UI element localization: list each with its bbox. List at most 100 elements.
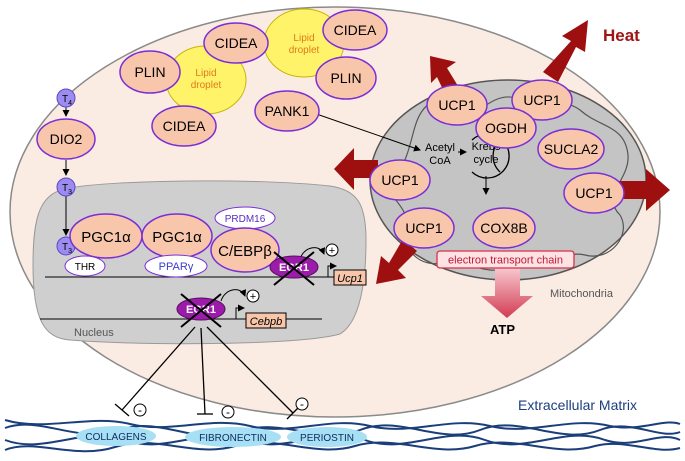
heat-arrow-right — [616, 169, 670, 211]
gene-cebpb-label: Cebpb — [250, 316, 282, 328]
heat-arrow-left — [334, 148, 378, 190]
plus-cebpb — [246, 289, 260, 303]
thr-label: THR — [75, 262, 96, 273]
minus-fibronectin-label: - — [226, 405, 230, 419]
ecm-protein-periostin: PERIOSTIN — [300, 433, 354, 444]
ogdh-label: OGDH — [485, 120, 527, 136]
pank1-label: PANK1 — [265, 103, 310, 119]
heat-arrow-up-right — [543, 20, 588, 82]
inhibition-lines — [114, 326, 300, 420]
egr1-cross-2b — [180, 293, 222, 328]
plus-ucp1-label: + — [329, 245, 335, 257]
protein-ucp1-mito-left: UCP1 — [369, 159, 431, 201]
protein-ucp1-mito-bottom-left: UCP1 — [393, 207, 455, 249]
prdm16-label: PRDM16 — [225, 214, 266, 225]
protein-cidea-top: CIDEA — [203, 22, 269, 64]
gene-cebpb-box — [245, 312, 287, 329]
protein-prdm16: PRDM16 — [214, 206, 276, 230]
egr1-cross-1b — [273, 251, 315, 286]
lipid-droplet-left-label-1: Lipid — [195, 68, 216, 79]
minus-fibronectin — [221, 405, 235, 419]
protein-ucp1-mito-top-right: UCP1 — [511, 79, 573, 121]
gene-ucp1-box — [333, 269, 367, 286]
cebpb-nucleus-label: C/EBPβ — [218, 243, 272, 260]
protein-plin-right: PLIN — [315, 56, 377, 100]
protein-pgc1a-left: PGC1α — [69, 213, 143, 259]
protein-dio2: DIO2 — [36, 118, 96, 160]
acetyl-coa-label-1: Acetyl — [425, 142, 455, 154]
cidea-right-label: CIDEA — [334, 22, 377, 38]
lipid-droplet-right-label-1: Lipid — [293, 33, 314, 44]
ucp1-label-5: UCP1 — [405, 220, 443, 236]
ucp1-label-1: UCP1 — [438, 97, 476, 113]
t4-label: T4 — [62, 94, 72, 107]
electron-transport-chain-box — [436, 250, 575, 269]
heat-arrow-down-left — [376, 239, 417, 284]
t3-hormone-cytoplasm — [56, 177, 76, 197]
dio2-label: DIO2 — [50, 131, 83, 147]
pgc1a-left-label: PGC1α — [81, 229, 131, 246]
protein-sucla2: SUCLA2 — [537, 128, 605, 170]
cox8b-label: COX8B — [480, 220, 527, 236]
krebs-label-2: cycle — [473, 154, 498, 166]
protein-cebpb-nucleus: C/EBPβ — [210, 227, 280, 273]
lipid-droplet-right-label-2: droplet — [289, 45, 320, 56]
protein-cidea-right: CIDEA — [322, 9, 388, 51]
sucla2-label: SUCLA2 — [544, 141, 599, 157]
protein-cidea-bottom: CIDEA — [151, 105, 217, 147]
ucp1-label-4: UCP1 — [575, 185, 613, 201]
ecm-blob-fibronectin — [185, 427, 281, 447]
inhibit-collagens-bar — [114, 403, 130, 417]
t3-label-nucleus: T3 — [62, 242, 72, 255]
atp-arrow — [481, 268, 533, 318]
arrow-egr1-cebpb-activation — [220, 289, 247, 302]
atp-label: ATP — [490, 322, 515, 337]
ecm-protein-fibronectin: FIBRONECTIN — [199, 433, 267, 444]
inhibit-fibronectin — [200, 327, 206, 415]
inhibit-periostin — [206, 326, 294, 414]
minus-periostin — [295, 397, 309, 411]
ecm-blob-periostin — [287, 427, 367, 447]
plus-ucp1 — [325, 243, 339, 257]
protein-pgc1a-middle: PGC1α — [141, 213, 213, 259]
ucp1-promoter-arrow — [327, 262, 337, 277]
protein-ogdh: OGDH — [475, 107, 537, 149]
inhibit-collagens — [121, 326, 196, 411]
gene-ucp1-label: Ucp1 — [337, 273, 363, 285]
ecm-label: Extracellular Matrix — [518, 397, 637, 413]
minus-periostin-label: - — [300, 397, 304, 411]
heat-arrows — [334, 20, 670, 284]
minus-collagens-label: - — [138, 403, 142, 417]
cidea-bottom-label: CIDEA — [163, 118, 206, 134]
protein-thr: THR — [64, 255, 106, 277]
lipid-droplet-left-label-2: droplet — [191, 80, 222, 91]
egr1-ucp1-site: EGR1 — [269, 251, 319, 286]
acetyl-coa-label-2: CoA — [429, 155, 451, 167]
cidea-top-label: CIDEA — [215, 35, 258, 51]
egr1-cebpb-site: EGR1 — [176, 293, 226, 328]
minus-collagens — [133, 403, 147, 417]
protein-ppar-gamma: PPARγ — [144, 254, 208, 278]
plin-right-label: PLIN — [330, 70, 361, 86]
ucp1-label-2: UCP1 — [523, 92, 561, 108]
pgc1a-middle-label: PGC1α — [152, 229, 202, 246]
plus-cebpb-label: + — [250, 291, 256, 303]
ucp1-label-3: UCP1 — [381, 172, 419, 188]
cebpb-promoter-arrow — [235, 304, 245, 319]
protein-pank1: PANK1 — [254, 90, 320, 132]
t3-label-cytoplasm: T3 — [62, 183, 72, 196]
electron-transport-chain-label: electron transport chain — [448, 255, 563, 267]
plin-left-label: PLIN — [134, 64, 165, 80]
inhibit-periostin-bar — [286, 406, 300, 420]
mitochondria-label: Mitochondria — [550, 288, 614, 300]
ppar-gamma-label: PPARγ — [159, 261, 194, 273]
protein-cox8b: COX8B — [472, 207, 536, 249]
protein-ucp1-mito-top-left: UCP1 — [426, 84, 488, 126]
t4-hormone — [56, 88, 76, 108]
ecm-blob-collagens — [76, 426, 156, 446]
heat-label: Heat — [603, 26, 640, 45]
arrow-pank1-acetylcoa — [304, 109, 421, 152]
protein-ucp1-mito-right: UCP1 — [563, 172, 625, 214]
ecm-protein-collagens: COLLAGENS — [85, 432, 146, 443]
